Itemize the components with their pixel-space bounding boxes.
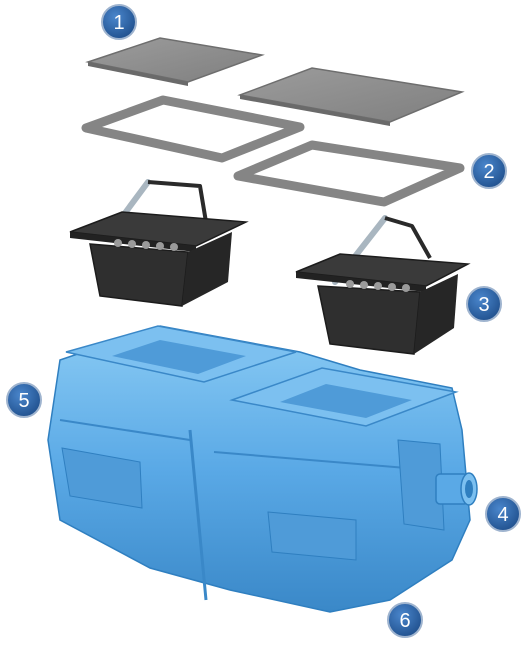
callout-badge-3: 3: [467, 287, 501, 321]
basket-right: [296, 218, 468, 354]
callout-badge-2: 2: [472, 154, 506, 188]
callout-label-5: 5: [18, 390, 29, 412]
callout-label-2: 2: [483, 161, 494, 183]
callout-badge-1: 1: [102, 5, 136, 39]
seal-frame-right: [238, 145, 460, 202]
separator-tank-body: [48, 326, 470, 612]
callout-badge-4: 4: [486, 497, 520, 531]
callout-label-4: 4: [497, 504, 508, 526]
seal-frame-left: [86, 100, 300, 158]
callout-badge-5: 5: [7, 383, 41, 417]
callout-badge-6: 6: [388, 603, 422, 637]
callout-label-1: 1: [113, 12, 124, 34]
lid-cover-left: [88, 38, 262, 86]
callout-label-3: 3: [478, 294, 489, 316]
callout-label-6: 6: [399, 610, 410, 632]
outlet-pipe: [436, 473, 477, 505]
basket-left: [70, 182, 246, 306]
